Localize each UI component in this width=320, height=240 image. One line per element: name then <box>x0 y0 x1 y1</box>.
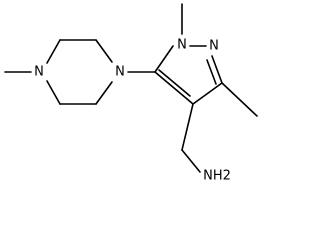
bond-c5-n1 <box>154 45 174 73</box>
atom-n-piperazine-left: N <box>34 65 44 80</box>
bond-c3-c4 <box>192 82 223 105</box>
bond-c4-c5 <box>154 71 194 105</box>
bond-c3-methyl <box>221 82 258 117</box>
atom-n-pyrazole-n2: N <box>209 39 219 54</box>
atom-n-piperazine-right: N <box>115 65 125 80</box>
bond-n2-c3 <box>211 55 223 84</box>
bond-n2-c3-double <box>206 59 217 85</box>
atom-amine: NH2 <box>203 169 231 184</box>
bond-pip-n-left-lower <box>46 80 61 105</box>
bond-c4-ch2 <box>181 103 194 151</box>
bond-pip-upper-right-n <box>95 39 113 63</box>
bond-ch2-nh2 <box>181 149 201 173</box>
atom-n-pyrazole-n1: N <box>177 38 187 53</box>
bond-pip-n-left-upper <box>46 39 61 64</box>
chemical-structure-diagram: N N N N NH2 <box>4 3 258 184</box>
bond-pip-lower-right-n <box>95 81 113 105</box>
bond-c4-c5-double <box>158 69 191 97</box>
